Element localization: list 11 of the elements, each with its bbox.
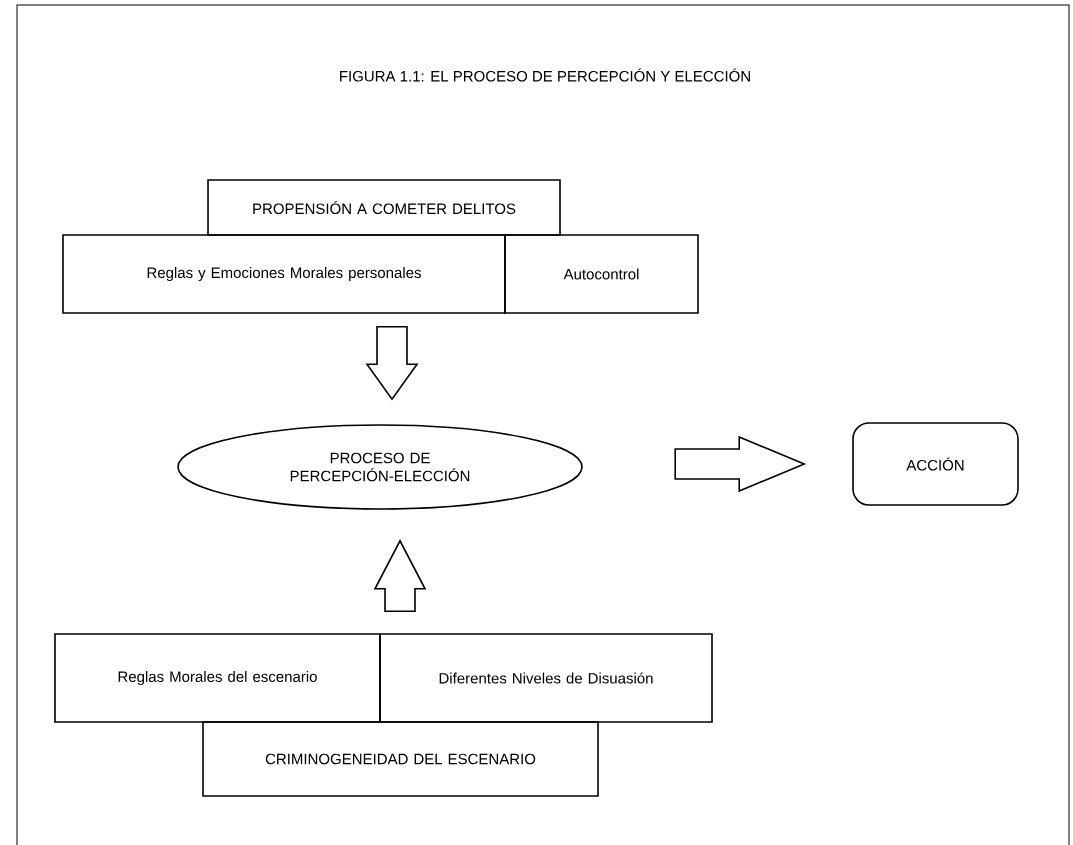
text-box: Diferentes Niveles de Disuasión	[379, 633, 713, 723]
block-arrow	[674, 435, 807, 493]
text-box: Reglas y Emociones Morales personales	[62, 234, 506, 314]
block-arrow	[365, 326, 419, 401]
text-box: Reglas Morales del escenario	[54, 633, 381, 723]
text-box: Autocontrol	[504, 234, 699, 314]
text-box: PROPENSIÓN A COMETER DELITOS	[207, 179, 561, 236]
text-box: CRIMINOGENEIDAD DEL ESCENARIO	[202, 721, 599, 797]
rounded-box: ACCIÓN	[852, 422, 1019, 506]
figure-title: FIGURA 1.1: EL PROCESO DE PERCEPCIÓN Y ELECCIÓN	[340, 68, 750, 82]
block-arrow	[373, 539, 427, 612]
